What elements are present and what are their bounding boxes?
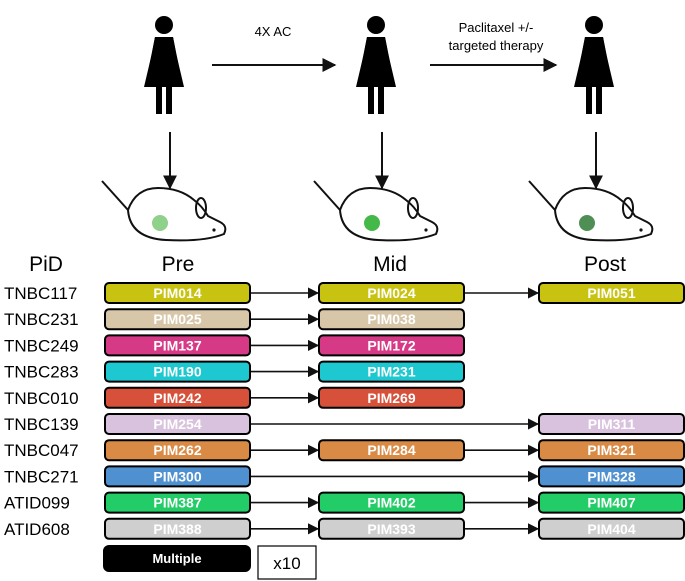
sample-id-pre: PIM387 [153,495,201,511]
row-pid-label: TNBC139 [4,415,79,434]
patient-mid-icon [356,16,396,114]
treatment-paclitaxel-label: Paclitaxel +/- [459,20,534,35]
mouse-mid-icon [313,180,439,242]
sample-id-mid: PIM402 [367,495,415,511]
header-mid: Mid [373,253,407,276]
tumor-post-icon [579,215,595,231]
sample-id-mid: PIM284 [367,442,415,458]
sample-id-mid: PIM269 [367,390,415,406]
sample-id-mid: PIM038 [367,311,415,327]
header-pid: PiD [29,253,63,276]
sample-box-pre [104,282,251,304]
row-pid-label: TNBC047 [4,441,79,460]
sample-id-pre: PIM262 [153,442,201,458]
row-pid-label: ATID608 [4,520,70,539]
sample-id-post: PIM407 [587,495,635,511]
sample-id-pre: PIM242 [153,390,201,406]
sample-box-mid [318,308,465,331]
sample-id-pre: PIM388 [153,521,201,537]
sample-box-pre [104,413,251,435]
sample-box-mid [318,282,465,304]
sample-box-pre [104,334,251,357]
legend-count-box [257,545,317,580]
sample-box-post [538,439,685,462]
sample-box-post [538,413,685,435]
sample-box-post [538,282,685,304]
sample-box-mid [318,491,465,514]
treatment-ac-label: 4X AC [255,24,292,39]
row-pid-label: TNBC271 [4,467,79,486]
sample-id-post: PIM051 [587,285,635,301]
sample-box-mid [318,360,465,383]
tumor-mid-icon [364,215,380,231]
sample-id-mid: PIM393 [367,521,415,537]
sample-id-post: PIM321 [587,442,635,458]
mouse-post-icon [528,180,654,242]
sample-box-post [538,465,685,488]
sample-box-pre [104,360,251,383]
tumor-pre-icon [152,215,168,231]
row-pid-label: TNBC283 [4,363,79,382]
row-pid-label: TNBC010 [4,389,79,408]
treatment-targeted-label: targeted therapy [449,38,544,53]
row-pid-label: ATID099 [4,494,70,513]
sample-id-mid: PIM231 [367,364,415,380]
sample-box-mid [318,439,465,462]
legend-count: x10 [273,554,300,573]
sample-box-mid [318,517,465,540]
sample-box-mid [318,386,465,409]
sample-box-post [538,517,685,540]
row-pid-label: TNBC117 [4,284,77,303]
sample-box-pre [104,439,251,462]
row-pid-label: TNBC231 [4,310,79,329]
sample-box-pre [104,465,251,488]
patient-pre-icon [144,16,184,114]
header-post: Post [584,253,626,276]
sample-box-pre [104,308,251,331]
header-pre: Pre [162,253,195,276]
patient-post-icon [574,16,614,114]
sample-id-mid: PIM172 [367,337,415,353]
sample-box-mid [318,334,465,357]
sample-id-pre: PIM190 [153,364,201,380]
sample-id-pre: PIM014 [153,285,201,301]
sample-id-pre: PIM025 [153,311,201,327]
sample-id-post: PIM404 [587,521,635,537]
sample-id-post: PIM328 [587,468,635,484]
sample-id-post: PIM311 [588,416,636,432]
sample-box-pre [104,491,251,514]
sample-id-pre: PIM254 [153,416,201,432]
legend-multiple-label: Multiple [152,551,201,566]
sample-id-mid: PIM024 [367,285,415,301]
row-pid-label: TNBC249 [4,336,79,355]
sample-box-pre [104,386,251,409]
mouse-pre-icon [101,180,227,242]
sample-box-post [538,491,685,514]
sample-box-pre [104,517,251,540]
legend-multiple-swatch [103,545,251,572]
sample-id-pre: PIM300 [153,468,201,484]
sample-id-pre: PIM137 [153,337,201,353]
